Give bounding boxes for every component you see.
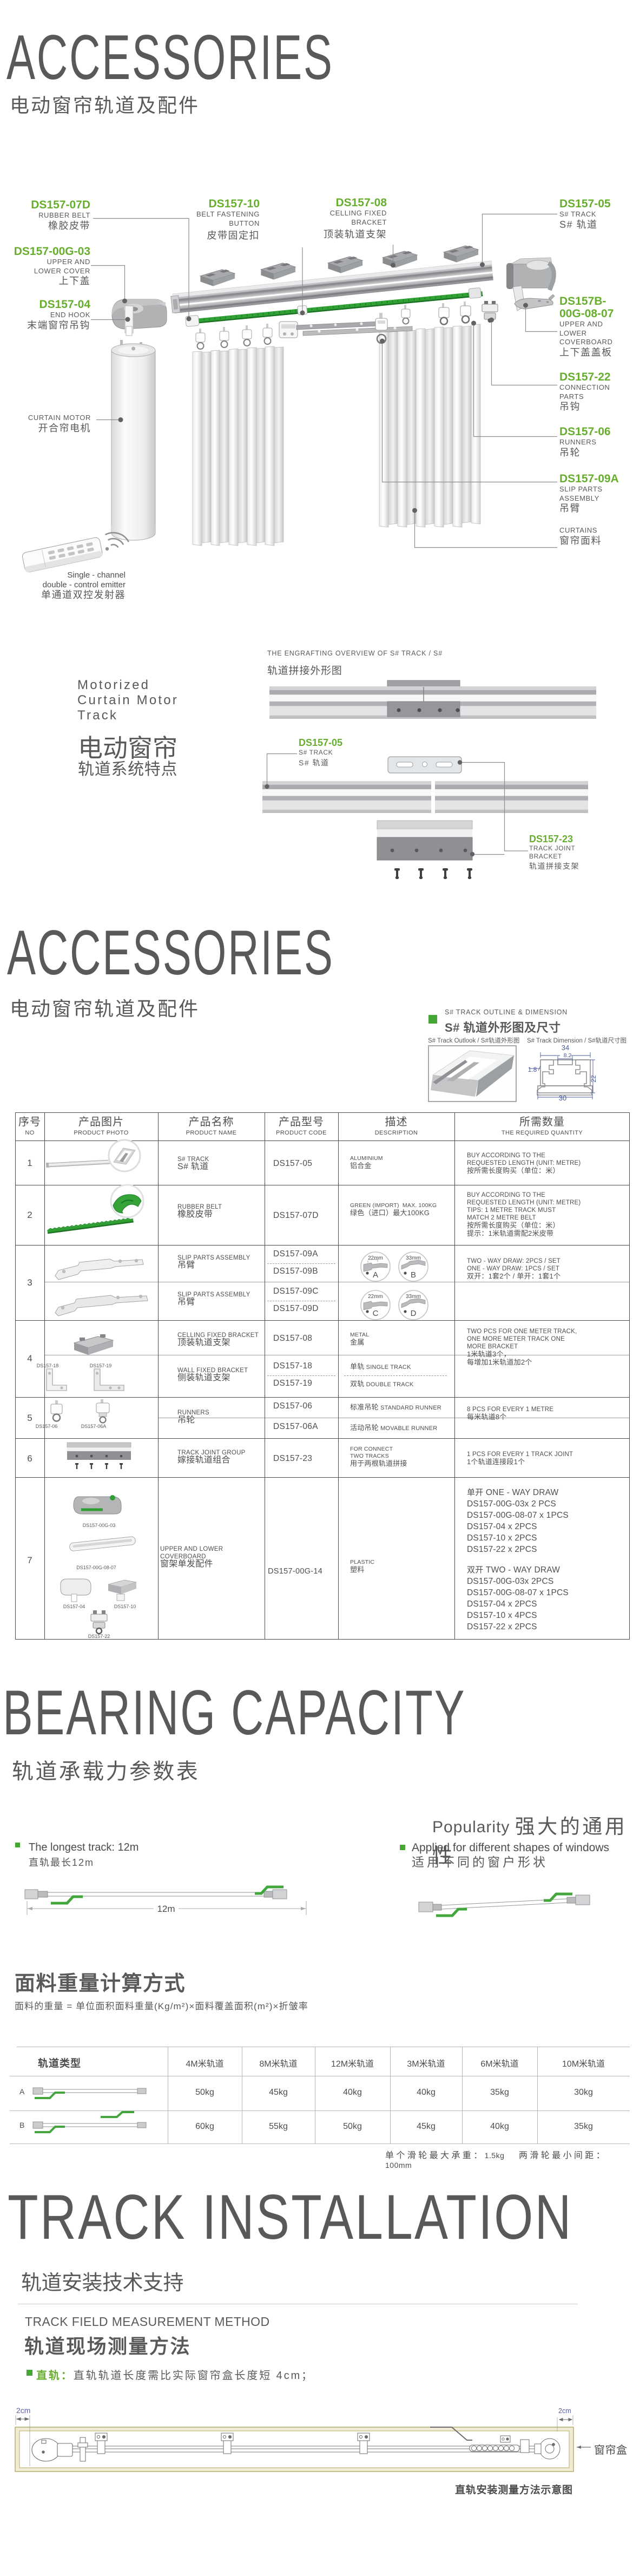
svg-text:34: 34 [562, 1044, 569, 1052]
svg-text:33mm: 33mm [406, 1255, 421, 1261]
svg-text:22mm: 22mm [368, 1255, 383, 1261]
svg-text:B: B [411, 1270, 416, 1280]
svg-text:22: 22 [590, 1075, 597, 1083]
svg-text:A: A [373, 1270, 378, 1280]
svg-text:30: 30 [559, 1094, 566, 1102]
svg-text:D: D [411, 1309, 417, 1318]
svg-text:1.8: 1.8 [528, 1066, 537, 1073]
svg-text:22mm: 22mm [368, 1294, 383, 1300]
svg-text:33mm: 33mm [406, 1294, 421, 1300]
svg-text:C: C [373, 1309, 379, 1318]
svg-text:12m: 12m [157, 1904, 175, 1914]
svg-text:2cm: 2cm [16, 2406, 30, 2415]
svg-text:8.2: 8.2 [564, 1052, 572, 1059]
svg-text:2cm: 2cm [558, 2407, 571, 2415]
